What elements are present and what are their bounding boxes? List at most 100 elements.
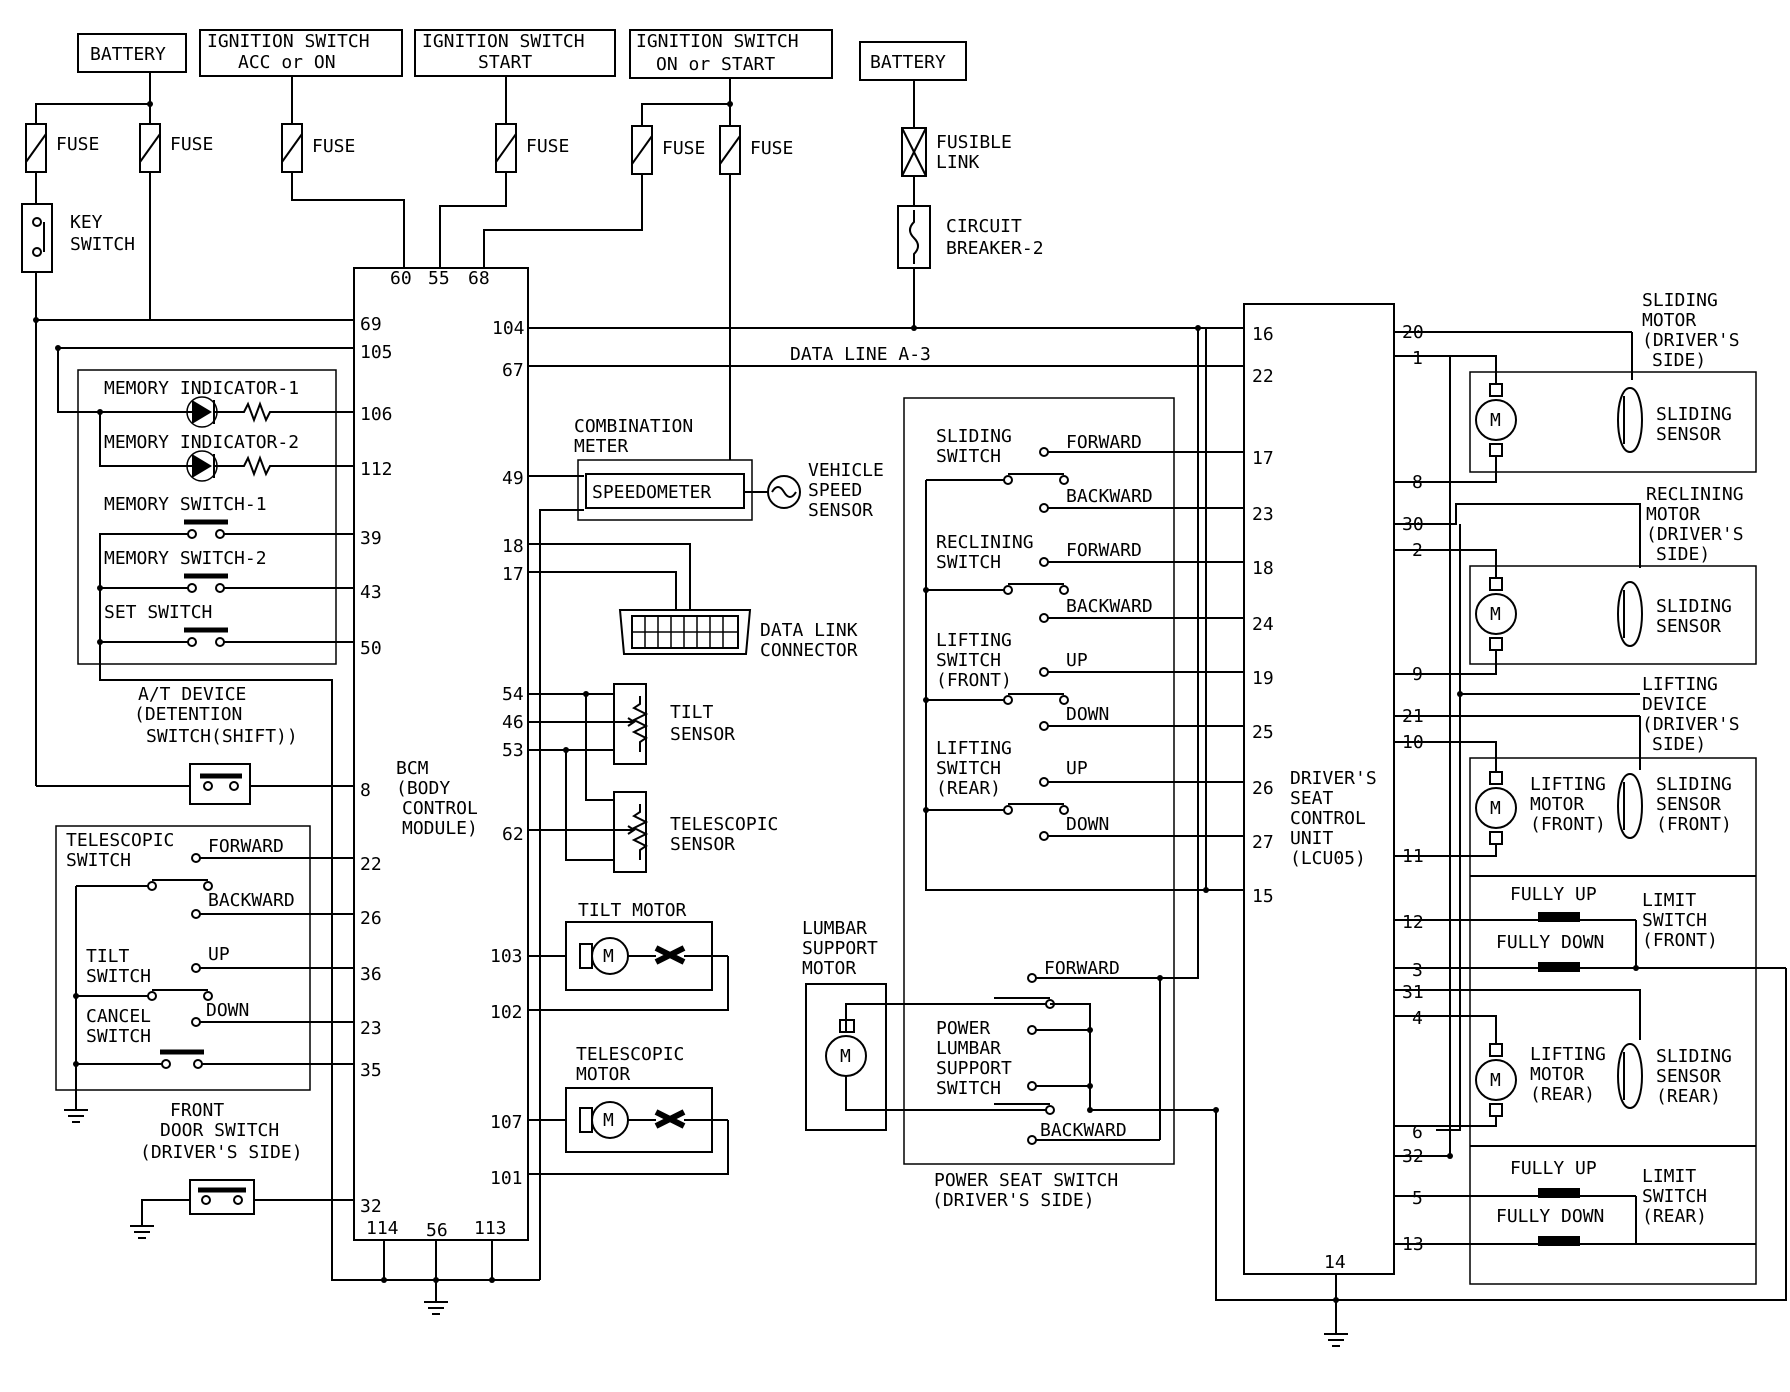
ground-icon-left [64, 1109, 88, 1123]
limit-front-down-contact [1538, 962, 1580, 972]
telescopic-sensor-label-2: SENSOR [670, 834, 735, 855]
bcm-pin-114: 114 [366, 1218, 399, 1239]
cancel-switch-label-1: CANCEL [86, 1006, 151, 1027]
lifting-device-label-1: LIFTING [1642, 674, 1718, 695]
bcm-pin-53: 53 [502, 740, 524, 761]
lcu-pin-12: 12 [1402, 912, 1424, 933]
fuse-6-label: FUSE [750, 138, 793, 159]
fusible-link-label-1: FUSIBLE [936, 132, 1012, 153]
at-device-label-3: SWITCH(SHIFT)) [146, 726, 298, 747]
sliding-forward-label: FORWARD [1066, 432, 1142, 453]
bcm-pin-18: 18 [502, 536, 524, 557]
power-lumbar-switch: FORWARD BACKWARD POWER LUMBAR SUPPORT SW… [936, 958, 1787, 1301]
lifting-rear-label-3: (REAR) [936, 778, 1001, 799]
circuit-breaker-label-2: BREAKER-2 [946, 238, 1044, 259]
front-door-label-3: (DRIVER'S SIDE) [140, 1142, 303, 1163]
telescopic-motor-label-1: TELESCOPIC [576, 1044, 684, 1065]
tilt-up-label: UP [208, 944, 230, 965]
lifting-rear-up-label: UP [1066, 758, 1088, 779]
limit-front-label-2: SWITCH [1642, 910, 1707, 931]
lcu-right-stubs [1394, 331, 1436, 1245]
memory-indicator-2: MEMORY INDICATOR-2 [99, 412, 354, 482]
bcm-pin-55: 55 [428, 268, 450, 289]
cancel-switch: CANCEL SWITCH [64, 886, 354, 1123]
lifting-switch-front: LIFTING SWITCH (FRONT) UP DOWN [926, 630, 1244, 731]
lifting-sensor-rear-label-3: (REAR) [1656, 1086, 1721, 1107]
bcm-pin-104: 104 [492, 318, 525, 339]
sliding-switch-label-1: SLIDING [936, 426, 1012, 447]
reclining-motor-label-4: SIDE) [1656, 544, 1710, 565]
lifting-motor-rear-icon [1475, 1059, 1517, 1101]
battery-right-label: BATTERY [870, 52, 946, 73]
lcu-name-3: CONTROL [1290, 808, 1366, 829]
bcm-name-2: (BODY [396, 778, 450, 799]
lifting-sensor-front-icon [1617, 772, 1643, 840]
bcm-pin-35: 35 [360, 1060, 382, 1081]
tilt-sensor-label-2: SENSOR [670, 724, 735, 745]
bcm-pin-39: 39 [360, 528, 382, 549]
lifting-sensor-rear-icon [1617, 1042, 1643, 1110]
memory-indicator-1: MEMORY INDICATOR-1 [97, 378, 354, 428]
lcu-name-4: UNIT [1290, 828, 1334, 849]
limit-front-up-label: FULLY UP [1510, 884, 1597, 905]
lifting-front-label-3: (FRONT) [936, 670, 1012, 691]
bcm-name-1: BCM [396, 758, 429, 779]
bcm-pin-62: 62 [502, 824, 524, 845]
lcu-pin-5: 5 [1412, 1188, 1423, 1209]
tilt-sensor-label-1: TILT [670, 702, 714, 723]
bcm-pin-107: 107 [490, 1112, 523, 1133]
bcm-left-pins: 69 105 106 112 39 43 50 8 22 26 36 23 35… [360, 314, 393, 1217]
speedometer-label: SPEEDOMETER [592, 482, 711, 503]
lcu-pin-18: 18 [1252, 558, 1274, 579]
sliding-sensor-label-2: SENSOR [1656, 424, 1721, 445]
telescopic-forward-label: FORWARD [208, 836, 284, 857]
limit-front-up-contact [1538, 912, 1580, 922]
lifting-device-assembly: LIFTING DEVICE (DRIVER'S SIDE) M LIFTING… [1436, 356, 1787, 1285]
key-switch: KEY SWITCH [21, 172, 135, 320]
lifting-motor-front-symbol: M [1490, 798, 1501, 819]
lcu-pin-15: 15 [1252, 886, 1274, 907]
lcu-pin-1: 1 [1412, 348, 1423, 369]
lifting-motor-front-label-2: MOTOR [1530, 794, 1584, 815]
front-door-label-1: FRONT [170, 1100, 224, 1121]
reclining-switch-label-1: RECLINING [936, 532, 1034, 553]
lifting-rear-label-1: LIFTING [936, 738, 1012, 759]
bcm-pin-102: 102 [490, 1002, 523, 1023]
sliding-switch-label-2: SWITCH [936, 446, 1001, 467]
lumbar-support-motor: LUMBAR SUPPORT MOTOR M [802, 918, 1050, 1131]
bcm-right-wiring: DATA LINE A-3 [528, 325, 1244, 477]
reclining-sensor-label-1: SLIDING [1656, 596, 1732, 617]
front-door-switch: FRONT DOOR SWITCH (DRIVER'S SIDE) [130, 1100, 354, 1239]
circuit-breaker-label-1: CIRCUIT [946, 216, 1022, 237]
ignition-start-label-1: IGNITION SWITCH [422, 31, 585, 52]
telescopic-motor-label-2: MOTOR [576, 1064, 630, 1085]
sliding-sensor-label-1: SLIDING [1656, 404, 1732, 425]
bcm-pin-67: 67 [502, 360, 524, 381]
tilt-down-label: DOWN [206, 1000, 249, 1021]
battery-right-box: BATTERY [859, 41, 967, 81]
lifting-rear-down-label: DOWN [1066, 814, 1109, 835]
fuse-3: FUSE [281, 123, 355, 173]
sliding-motor-label-1: SLIDING [1642, 290, 1718, 311]
power-lumbar-label-2: LUMBAR [936, 1038, 1001, 1059]
lifting-motor-rear-label-2: MOTOR [1530, 1064, 1584, 1085]
fusible-link: FUSIBLE LINK [901, 127, 1012, 177]
battery-left-label: BATTERY [90, 44, 166, 65]
lcu-module: DRIVER'S SEAT CONTROL UNIT (LCU05) 14 [1243, 303, 1395, 1347]
data-line-label: DATA LINE A-3 [790, 344, 931, 365]
at-device-switch: A/T DEVICE (DETENTION SWITCH(SHIFT)) [134, 684, 298, 805]
lifting-device-label-2: DEVICE [1642, 694, 1707, 715]
source-wires [35, 72, 915, 460]
fuse-1-label: FUSE [56, 134, 99, 155]
telescopic-backward-label: BACKWARD [208, 890, 295, 911]
seat-switch-common [923, 325, 1244, 1140]
key-switch-label-2: SWITCH [70, 234, 135, 255]
sliding-motor-icon [1475, 399, 1517, 441]
limit-front-label-1: LIMIT [1642, 890, 1696, 911]
ignition-on-start-box: IGNITION SWITCH ON or START [629, 29, 833, 79]
tilt-motor: TILT MOTOR M [528, 900, 729, 1011]
circuit-breaker: CIRCUIT BREAKER-2 [897, 205, 1044, 269]
lcu-pin-31: 31 [1402, 982, 1424, 1003]
bcm-pin-43: 43 [360, 582, 382, 603]
bcm-pin-105: 105 [360, 342, 393, 363]
